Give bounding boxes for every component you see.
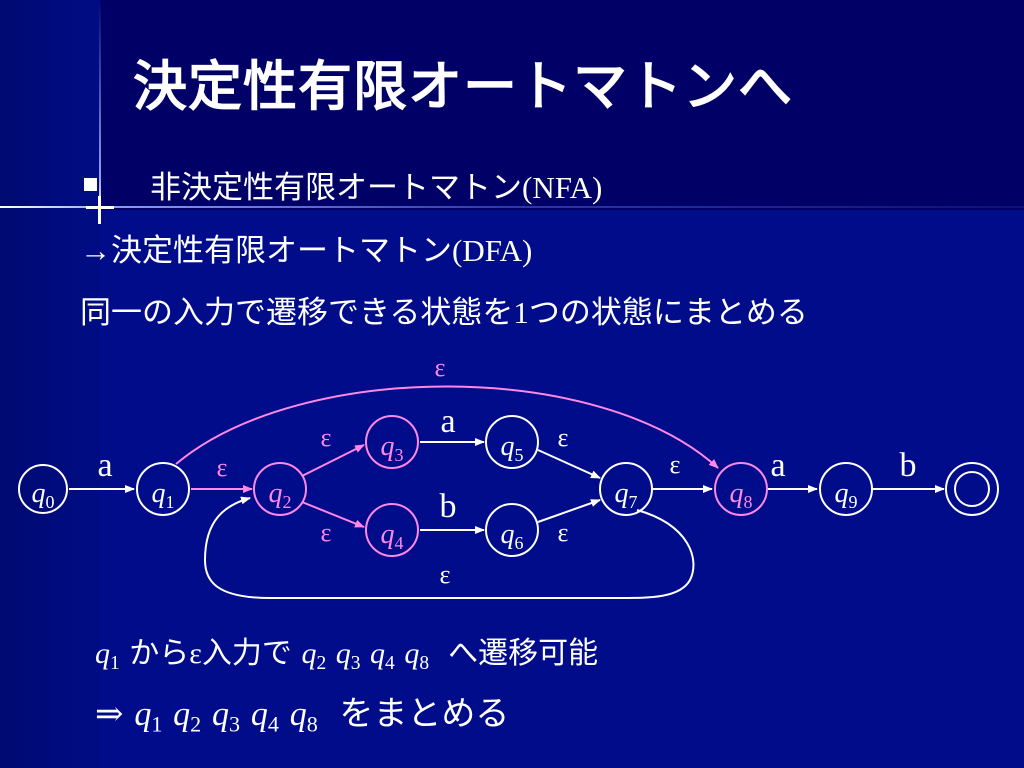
- label-q7-q2-loop: ε: [440, 560, 451, 589]
- state-q6: q6: [485, 503, 539, 557]
- label-q3-q5: a: [440, 403, 455, 440]
- note1-target-sub: 4: [385, 652, 395, 674]
- note2-state-sub: 8: [306, 711, 318, 737]
- svg-text:q1: q1: [152, 478, 175, 512]
- line-description: 同一の入力で遷移できる状態を1つの状態にまとめる: [80, 287, 808, 332]
- state-accepting: [945, 462, 999, 516]
- decor-cross-icon-h: [86, 206, 114, 209]
- note1-target-sub: 3: [350, 652, 361, 674]
- note1-target-letter: q: [301, 637, 317, 670]
- dfa-text: 決定性有限オートマトン: [111, 233, 452, 269]
- state-q1: q1: [136, 462, 190, 516]
- label-q1-q8-arc: ε: [435, 353, 446, 382]
- svg-text:q9: q9: [835, 478, 858, 512]
- note1-state-letter: q: [95, 637, 110, 670]
- implies-arrow-icon: ⇒: [95, 696, 124, 733]
- edge-q1-q8-arc: [175, 385, 719, 469]
- label-q8-q9: a: [770, 447, 785, 484]
- state-q0: q0: [18, 464, 68, 514]
- label-q6-q7: ε: [558, 518, 569, 547]
- note2-state-sub: 1: [151, 711, 163, 737]
- bullet-line-nfa: 非決定性有限オートマトン(NFA): [150, 162, 602, 207]
- state-q4: q4: [365, 503, 419, 557]
- label-q9-qf: b: [900, 447, 917, 484]
- svg-text:q0: q0: [32, 478, 55, 512]
- note2-state-sub: 4: [267, 711, 279, 737]
- svg-text:q6: q6: [501, 519, 524, 553]
- note1-target-sub: 2: [316, 652, 327, 674]
- svg-text:q2: q2: [269, 478, 292, 512]
- note1-target-letter: q: [335, 637, 351, 670]
- svg-text:q7: q7: [615, 478, 638, 512]
- note2-state-letter: q: [173, 696, 191, 733]
- bullet-square-icon: [84, 178, 97, 191]
- label-q2-q4: ε: [321, 518, 332, 547]
- note2-state-letter: q: [134, 696, 152, 733]
- decor-cross-icon: [98, 196, 101, 224]
- note2-state-letter: q: [212, 696, 230, 733]
- page-title: 決定性有限オートマトンへ: [133, 55, 793, 118]
- state-q9: q9: [819, 462, 873, 516]
- decor-horizontal-line: [0, 206, 1024, 208]
- state-q2: q2: [253, 462, 307, 516]
- state-q3: q3: [365, 415, 419, 469]
- note1-input-text: 入力で: [201, 636, 302, 671]
- note1-epsilon: ε: [189, 637, 202, 670]
- left-band: [0, 0, 100, 768]
- note2-state-letter: q: [250, 696, 268, 733]
- desc-part-a: 同一の入力で遷移できる状態を: [80, 295, 514, 331]
- dfa-abbr: (DFA): [452, 233, 533, 268]
- label-q5-q7: ε: [558, 423, 569, 452]
- note1-target-letter: q: [404, 637, 420, 670]
- note2-tail: をまとめる: [339, 694, 510, 734]
- line-dfa: →決定性有限オートマトン(DFA): [80, 225, 532, 270]
- svg-text:q3: q3: [381, 431, 404, 465]
- svg-text:q8: q8: [730, 478, 753, 512]
- edge-q6-q7: [537, 499, 601, 523]
- header-background: [0, 0, 1024, 210]
- state-q8: q8: [714, 462, 768, 516]
- note1-kara: から: [119, 636, 190, 671]
- edge-q2-q4: [301, 501, 365, 528]
- label-q0-q1: a: [97, 447, 112, 484]
- nfa-text: 非決定性有限オートマトン: [150, 170, 522, 206]
- note-merge-states: ⇒ q1 q2 q3 q4 q8 をまとめる: [95, 686, 509, 738]
- note2-state-sub: 3: [229, 711, 241, 737]
- decor-vertical-line: [99, 0, 101, 210]
- note1-target-sub: 8: [419, 652, 430, 674]
- label-q2-q3: ε: [321, 423, 332, 452]
- edge-q7-q2-loop: [203, 496, 695, 599]
- state-q5: q5: [485, 415, 539, 469]
- svg-text:q4: q4: [381, 519, 404, 553]
- note1-tail: へ遷移可能: [448, 636, 599, 671]
- nfa-abbr: (NFA): [522, 170, 603, 205]
- note2-state-letter: q: [289, 696, 307, 733]
- note-epsilon-closure: q1 からε入力で q2 q3 q4 q8 へ遷移可能: [95, 628, 598, 675]
- svg-text:q5: q5: [501, 431, 524, 465]
- desc-number: 1: [513, 295, 529, 330]
- edge-q2-q3: [301, 444, 365, 477]
- label-q7-q8: ε: [670, 450, 681, 479]
- right-arrow-icon: →: [80, 233, 111, 268]
- note1-target-letter: q: [370, 637, 386, 670]
- note1-state-sub: 1: [110, 652, 120, 674]
- nfa-diagram: q0 q1 q2 q3 q4 q5 q6 q7 q8 q9 a ε ε: [18, 353, 999, 599]
- desc-part-b: つの状態にまとめる: [528, 295, 808, 331]
- edge-q5-q7: [537, 449, 601, 479]
- state-q7: q7: [599, 462, 653, 516]
- label-q4-q6: b: [440, 488, 457, 525]
- note2-state-sub: 2: [190, 711, 202, 737]
- label-q1-q2: ε: [217, 453, 228, 482]
